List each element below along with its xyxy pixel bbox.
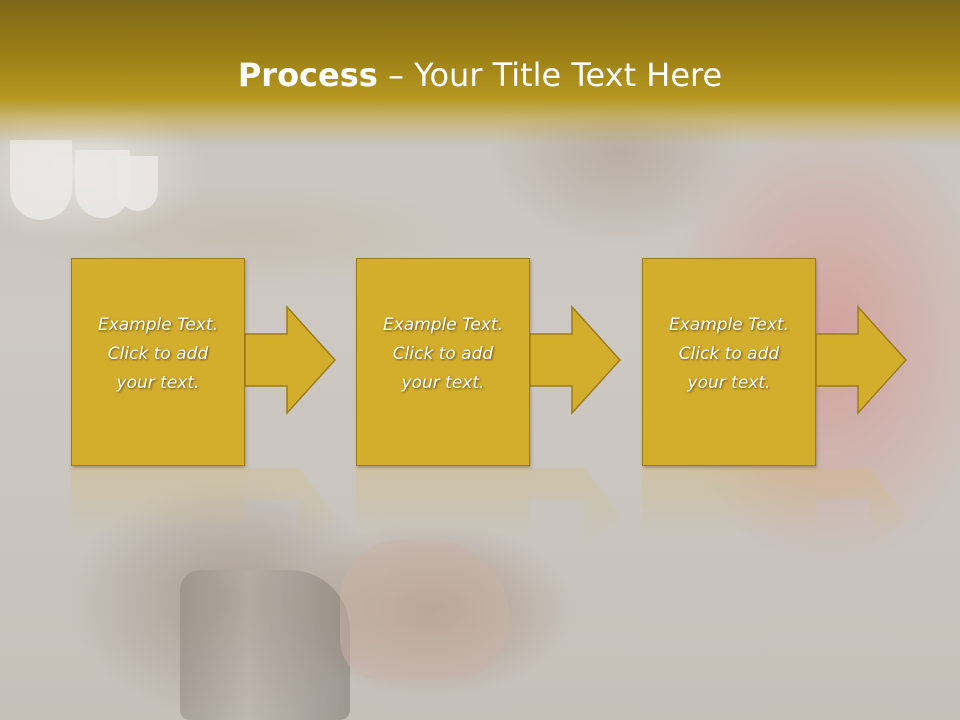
title-bar (0, 0, 960, 145)
milk-pitcher (180, 570, 350, 720)
process-step-1[interactable]: Example Text. Click to add your text. (71, 258, 245, 466)
step-text[interactable]: Example Text. Click to add your text. (357, 311, 529, 398)
process-step-2[interactable]: Example Text. Click to add your text. (356, 258, 530, 466)
step-reflection (642, 468, 816, 538)
step-text-line: your text. (401, 373, 485, 393)
coffee-cup (118, 156, 158, 211)
step-text-line: Example Text. (97, 315, 219, 335)
step-text[interactable]: Example Text. Click to add your text. (643, 311, 815, 398)
slide-title[interactable]: Process – Your Title Text Here (0, 56, 960, 94)
step-text-line: Click to add (392, 344, 494, 364)
process-step-3[interactable]: Example Text. Click to add your text. (642, 258, 816, 466)
step-text-line: Example Text. (668, 315, 790, 335)
step-text-line: your text. (687, 373, 771, 393)
step-reflection (71, 468, 245, 538)
slide-title-rest: – Your Title Text Here (377, 56, 723, 94)
step-text-line: Click to add (107, 344, 209, 364)
barista-hand (340, 540, 510, 680)
right-arrow-icon (815, 305, 908, 415)
step-reflection (356, 468, 530, 538)
step-text[interactable]: Example Text. Click to add your text. (72, 311, 244, 398)
right-arrow-icon (529, 305, 622, 415)
step-text-line: your text. (116, 373, 200, 393)
right-arrow-icon (244, 305, 337, 415)
step-text-line: Example Text. (382, 315, 504, 335)
coffee-cup (10, 140, 72, 220)
slide-title-bold: Process (237, 56, 378, 94)
step-text-line: Click to add (678, 344, 780, 364)
